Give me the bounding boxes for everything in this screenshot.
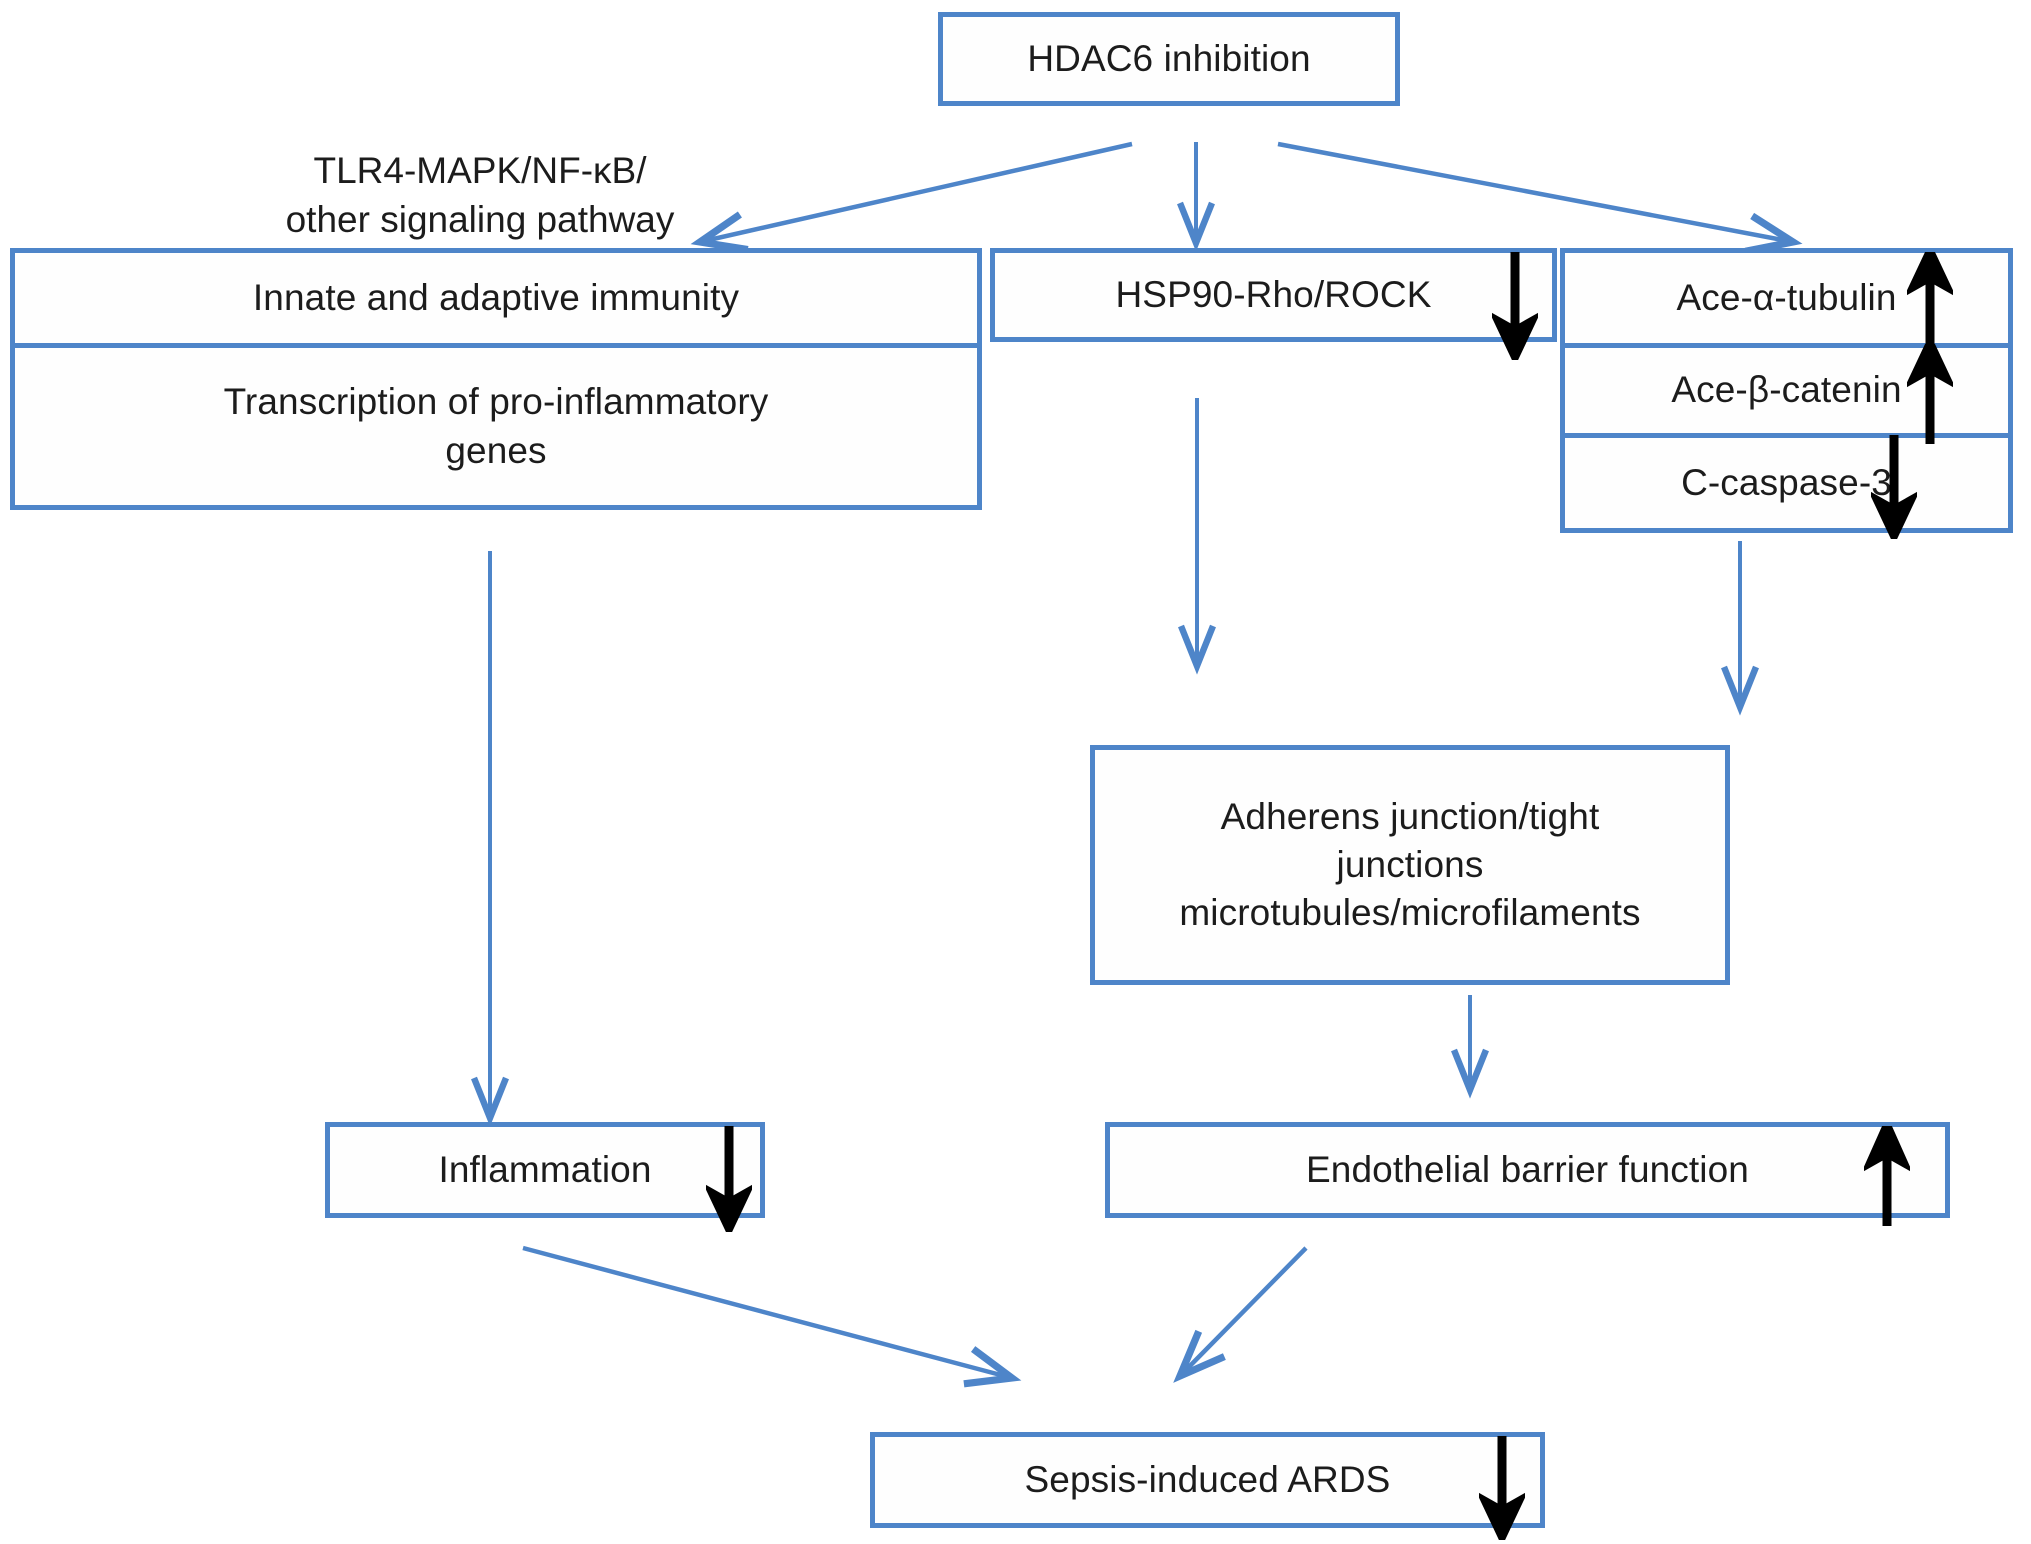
node-label-hdac6: HDAC6 inhibition — [1027, 37, 1311, 79]
node-label-ace-alpha-tubulin: Ace-α-tubulin — [1676, 276, 1897, 318]
edge-inflammation-to-ards — [522, 1245, 1022, 1388]
node-sepsis-induced-ards: Sepsis-induced ARDS — [870, 1432, 1545, 1528]
node-endothelial-barrier-function: Endothelial barrier function — [1105, 1122, 1950, 1218]
node-inflammation: Inflammation — [325, 1122, 765, 1218]
annotation-signaling-pathway: TLR4-MAPK/NF-κB/ other signaling pathway — [200, 98, 760, 244]
node-label-ace-beta-catenin: Ace-β-catenin — [1671, 369, 1902, 411]
node-label-inflammation: Inflammation — [438, 1148, 652, 1190]
node-ace-beta-catenin: Ace-β-catenin — [1565, 343, 2008, 433]
annotation-signaling-pathway-text: TLR4-MAPK/NF-κB/ other signaling pathway — [285, 149, 675, 240]
node-label-c-caspase-3: C-caspase-3 — [1681, 461, 1892, 503]
node-innate-adaptive-immunity: Innate and adaptive immunity — [15, 253, 977, 343]
node-adherens-tight-junctions: Adherens junction/tight junctions microt… — [1090, 745, 1730, 985]
node-label-hsp90: HSP90-Rho/ROCK — [1115, 273, 1432, 315]
edge-hdac6-to-acetylation — [1277, 141, 1803, 255]
node-ace-alpha-tubulin: Ace-α-tubulin — [1565, 253, 2008, 343]
edge-hdac6-to-immunity — [690, 141, 1133, 254]
node-c-caspase-3: C-caspase-3 — [1565, 433, 2008, 528]
group-acetylation-targets: Ace-α-tubulin Ace-β-catenin C-caspase-3 — [1560, 248, 2013, 533]
node-label-immunity: Innate and adaptive immunity — [252, 276, 740, 318]
group-immune-response: Innate and adaptive immunity Transcripti… — [10, 248, 982, 510]
node-label-junctions: Adherens junction/tight junctions microt… — [1179, 795, 1641, 934]
node-label-transcription: Transcription of pro-inflammatory genes — [223, 381, 769, 471]
node-label-endothelial: Endothelial barrier function — [1306, 1148, 1749, 1190]
node-transcription-proinflammatory-genes: Transcription of pro-inflammatory genes — [15, 343, 977, 505]
node-hdac6-inhibition: HDAC6 inhibition — [938, 12, 1400, 106]
node-label-ards: Sepsis-induced ARDS — [1024, 1458, 1391, 1500]
node-hsp90-rho-rock: HSP90-Rho/ROCK — [990, 248, 1557, 342]
edge-endothelial-to-ards — [1173, 1246, 1308, 1383]
